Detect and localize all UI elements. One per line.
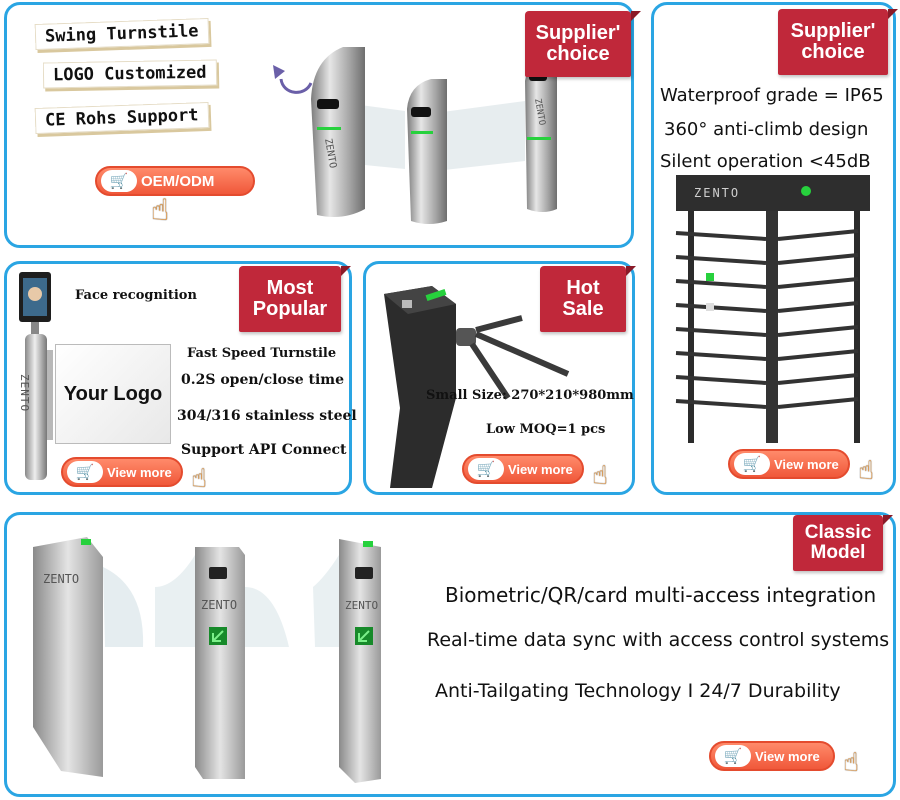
tag-ce-rohs: CE Rohs Support — [34, 101, 209, 135]
cart-icon: 🛒 — [101, 170, 137, 192]
pointing-hand-icon: ☝ — [858, 455, 874, 485]
ribbon-hot-sale: Hot Sale — [540, 266, 636, 332]
cart-icon: 🛒 — [67, 461, 103, 483]
swing-turnstile-panel: Swing Turnstile LOGO Customized CE Rohs … — [4, 2, 641, 248]
feature-small-size: Small Size: 270*210*980mm — [426, 388, 634, 403]
view-more-label: View more — [107, 464, 172, 480]
flap-barrier-image: ZENTO ZENTO ZENTO — [33, 537, 381, 783]
feature-stainless-steel: 304/316 stainless steel — [177, 408, 357, 424]
feature-waterproof: Waterproof grade = IP65 — [660, 85, 884, 106]
view-more-label: View more — [755, 748, 820, 764]
cart-icon: 🛒 — [715, 745, 751, 767]
ribbon-line-2: choice — [546, 43, 610, 65]
svg-text:ZENTO: ZENTO — [201, 598, 237, 612]
classic-model-panel: ZENTO ZENTO ZENTO Classic Model Biometri… — [4, 512, 896, 797]
ribbon-line-2: Model — [810, 542, 866, 563]
view-more-button-tripod[interactable]: 🛒 View more ☝ — [462, 454, 608, 490]
ribbon-most-popular: Most Popular — [239, 266, 351, 332]
ribbon-classic-model: Classic Model — [793, 515, 893, 571]
ribbon-line-2: Popular — [252, 298, 328, 320]
svg-text:ZENTO: ZENTO — [532, 98, 547, 126]
brand-label: ZENTO — [694, 186, 740, 200]
feature-low-moq: Low MOQ=1 pcs — [486, 422, 606, 437]
ribbon-suppliers-choice: Supplier' choice — [525, 11, 641, 77]
ribbon-line-1: Most — [266, 277, 314, 299]
tripod-turnstile-panel: Hot Sale Small Size: 270*210*980mm Low M… — [363, 261, 636, 495]
view-more-button-classic[interactable]: 🛒 View more ☝ — [709, 741, 859, 777]
feature-anti-climb: 360° anti-climb design — [664, 119, 869, 140]
pointing-hand-icon: ☝ — [843, 747, 859, 777]
feature-silent: Silent operation <45dB — [660, 151, 871, 172]
ribbon-line-1: Classic — [804, 522, 872, 544]
oem-odm-label: OEM/ODM — [141, 172, 215, 190]
brand-label: ZENTO — [18, 374, 31, 413]
svg-text:ZENTO: ZENTO — [345, 599, 378, 612]
swing-turnstile-image: ZENTO ZENTO — [311, 47, 557, 224]
oem-odm-button[interactable]: 🛒 OEM/ODM — [95, 166, 255, 196]
cart-icon: 🛒 — [734, 453, 770, 475]
view-more-button-face[interactable]: 🛒 View more ☝ — [61, 457, 207, 493]
ribbon-suppliers-choice: Supplier' choice — [778, 9, 898, 75]
view-more-label: View more — [774, 456, 839, 472]
ribbon-line-2: Sale — [562, 298, 604, 320]
cart-icon: 🛒 — [468, 458, 504, 480]
pointing-hand-icon: ☝ — [592, 460, 608, 490]
feature-multi-access: Biometric/QR/card multi-access integrati… — [445, 583, 877, 607]
ribbon-line-1: Supplier' — [790, 20, 876, 42]
svg-text:ZENTO: ZENTO — [322, 138, 338, 170]
full-height-turnstile-image: ZENTO — [675, 175, 870, 443]
tripod-turnstile-image — [384, 286, 570, 488]
feature-open-close-time: 0.2S open/close time — [181, 372, 345, 388]
feature-api-connect: Support API Connect — [181, 442, 347, 458]
pointing-hand-icon: ☝ — [191, 463, 207, 493]
tag-swing-turnstile: Swing Turnstile — [34, 17, 209, 51]
your-logo-panel: Your Logo — [55, 344, 171, 444]
feature-fast-speed: Fast Speed Turnstile — [187, 346, 337, 361]
curved-arrow-icon — [273, 65, 313, 94]
svg-text:ZENTO: ZENTO — [43, 572, 79, 586]
face-turnstile-image — [19, 272, 53, 480]
view-more-button-full-height[interactable]: 🛒 View more ☝ — [728, 449, 874, 485]
pointing-hand-icon: ☝ — [151, 194, 170, 227]
face-recognition-panel: ZENTO Your Logo Face recognition Fast Sp… — [4, 261, 357, 495]
face-recognition-label: Face recognition — [75, 288, 197, 303]
feature-data-sync: Real-time data sync with access control … — [427, 629, 890, 651]
feature-anti-tailgating: Anti-Tailgating Technology I 24/7 Durabi… — [435, 680, 841, 702]
ribbon-line-1: Hot — [566, 277, 600, 299]
view-more-label: View more — [508, 461, 573, 477]
ribbon-line-1: Supplier' — [535, 22, 621, 44]
full-height-turnstile-panel: Supplier' choice Waterproof grade = IP65… — [651, 2, 898, 495]
tag-logo-customized: LOGO Customized — [42, 59, 217, 89]
ribbon-line-2: choice — [801, 41, 865, 63]
